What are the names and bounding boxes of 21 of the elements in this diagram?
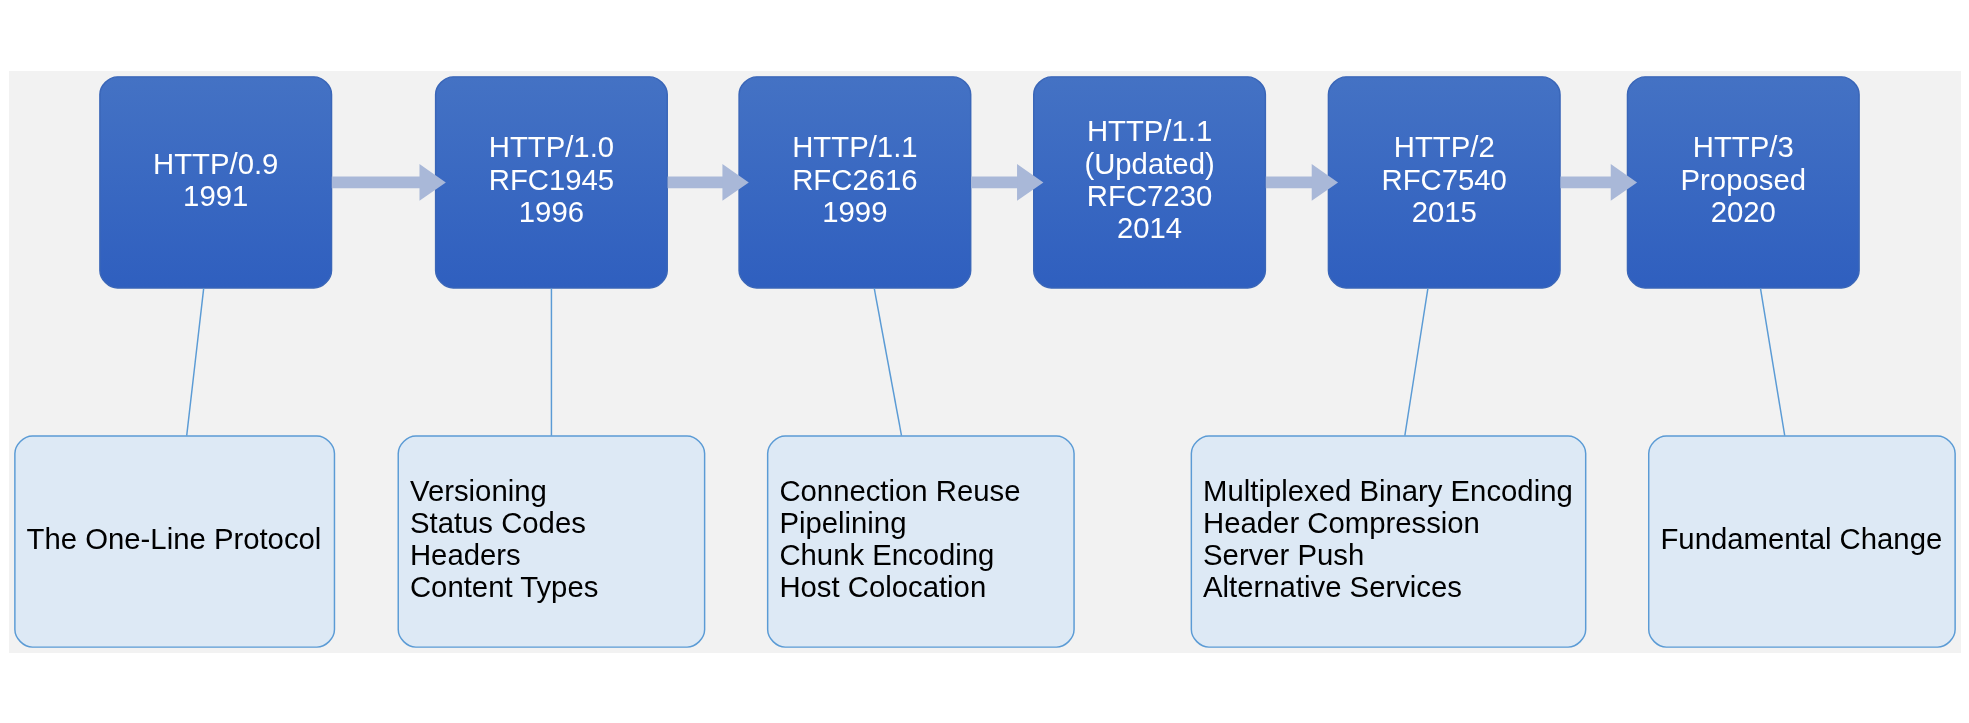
arrow [1265,163,1338,201]
arrow [331,163,446,201]
node-box: HTTP/1.1 RFC2616 1999 [737,75,971,289]
node-box: Versioning Status Codes Headers Content Types [397,434,705,648]
node-box: HTTP/3 Proposed 2020 [1626,75,1860,289]
connector [1759,287,1785,436]
arrow [1559,163,1637,201]
node-box: HTTP/2 RFC7540 2015 [1327,75,1561,289]
node-box: Multiplexed Binary Encoding Header Compression Server Push Alternative Services [1190,434,1586,648]
node-box: Connection Reuse Pipelining Chunk Encoding Host Colocation [766,434,1075,648]
arrow [970,163,1043,201]
node-box: Fundamental Change [1647,434,1956,648]
connector [873,287,902,436]
node-box: HTTP/1.0 RFC1945 1996 [434,75,668,289]
node-box: HTTP/1.1 (Updated) RFC7230 2014 [1032,75,1266,289]
connector [185,287,204,436]
node-box: HTTP/0.9 1991 [98,75,332,289]
connector [550,287,552,436]
node-box: The One-Line Protocol [13,434,335,648]
connector [1403,287,1429,436]
arrow [667,163,749,201]
